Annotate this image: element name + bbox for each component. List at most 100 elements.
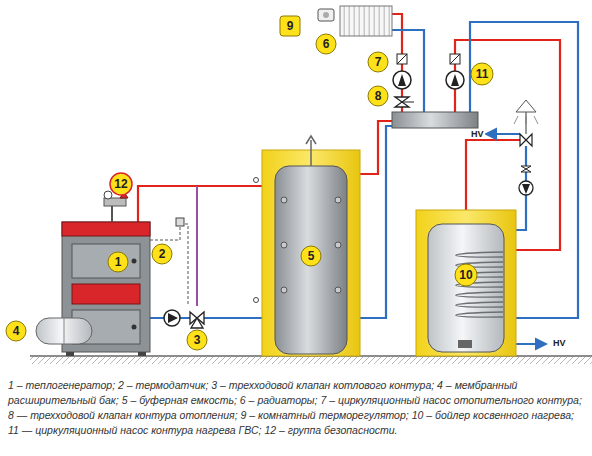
three-way-valve (191, 318, 203, 328)
callout-number: 6 (323, 38, 330, 50)
buffer-tank (281, 242, 287, 248)
hot-pipes (138, 186, 276, 222)
sensor-wires (180, 224, 188, 306)
three-way-valve (190, 312, 204, 328)
safety-group (104, 191, 112, 199)
boiler-pump (164, 310, 180, 326)
dhw-tank (458, 340, 472, 348)
callout-circles (368, 52, 388, 72)
recirculation-pump (522, 184, 530, 194)
coil-winding (456, 302, 503, 307)
dhw-pump (450, 54, 460, 64)
mixing-valve (395, 97, 414, 107)
heating-pump (397, 54, 407, 64)
dhw-pump (446, 54, 464, 89)
shower (512, 100, 538, 146)
callout-number: 12 (114, 178, 127, 190)
shower (526, 116, 527, 124)
callout-circles (110, 173, 132, 195)
heating-pump (393, 71, 411, 89)
buffer-tank (281, 197, 287, 203)
callout-circles (316, 34, 336, 54)
heating-pump (393, 54, 411, 89)
callout-circles (152, 244, 172, 264)
shower (520, 134, 532, 146)
callout-number: 5 (308, 250, 315, 262)
callout-circles (187, 330, 207, 350)
coil-winding (456, 252, 503, 257)
shower (516, 100, 536, 112)
callout-number: 10 (459, 269, 472, 281)
buffer-tank (275, 166, 347, 354)
boiler (132, 325, 137, 330)
boiler-pump (164, 310, 180, 326)
callout-circles (280, 16, 300, 36)
buffer-tank (254, 298, 259, 303)
callout-number: 9 (287, 20, 294, 32)
boiler (62, 222, 150, 236)
boiler (72, 244, 140, 278)
coil-winding (456, 292, 503, 297)
buffer-tank (254, 178, 259, 183)
recirculation-pump (521, 166, 531, 172)
buffer-tank (254, 136, 361, 356)
floor (30, 356, 592, 364)
dhw-tank (416, 210, 516, 356)
shower (514, 116, 538, 124)
callout-number: 8 (375, 90, 382, 102)
boiler (72, 284, 140, 304)
heating-pump (398, 74, 406, 86)
room-thermostat (318, 9, 334, 21)
cold-pipes (486, 133, 520, 135)
callout-number: 11 (476, 68, 489, 80)
bypass-pipe (196, 186, 198, 306)
callout-circles (6, 16, 493, 350)
callout-circles (471, 63, 493, 85)
callout-number: 3 (194, 334, 201, 346)
dhw-pump (451, 74, 459, 86)
sensor-wires (150, 224, 188, 306)
flow-label: HV (552, 339, 567, 348)
flow-label: HV (470, 130, 485, 139)
callout-number: 7 (375, 56, 382, 68)
callout-circles (455, 264, 477, 286)
expansion-tank (36, 318, 92, 344)
buffer-tank (306, 136, 316, 144)
boiler (138, 352, 146, 356)
dhw-tank (456, 252, 503, 317)
recirculation-pump (519, 166, 533, 195)
boiler (132, 259, 137, 264)
shower (534, 116, 538, 124)
buffer-tank (335, 197, 341, 203)
heating-pump (397, 54, 407, 64)
dhw-pump (450, 54, 460, 64)
expansion-tank (64, 318, 65, 344)
dhw-tank (428, 224, 504, 352)
dhw-pump (446, 71, 464, 89)
expansion-tank (36, 318, 92, 344)
room-thermostat (318, 9, 334, 21)
shower (525, 112, 527, 134)
shower (514, 116, 518, 124)
mixing-valve (402, 102, 414, 103)
bypass-pipe (196, 186, 198, 306)
callout-circles (301, 246, 321, 266)
safety-group (104, 191, 128, 222)
hydraulic-manifold (392, 112, 478, 128)
buffer-tank (335, 242, 341, 248)
safety-group (111, 206, 113, 222)
callout-circles (108, 252, 128, 272)
buffer-tank (310, 140, 312, 166)
callout-circles (368, 86, 388, 106)
thermo-sensor (176, 218, 184, 226)
boiler (66, 352, 74, 356)
hydraulic-manifold (392, 112, 478, 128)
dhw-tank (416, 210, 516, 356)
callout-number: 2 (159, 248, 166, 260)
floor (30, 356, 592, 364)
radiator (340, 6, 392, 36)
coil-winding (456, 312, 503, 317)
callout-circles (6, 321, 26, 341)
callout-number: 1 (115, 256, 122, 268)
